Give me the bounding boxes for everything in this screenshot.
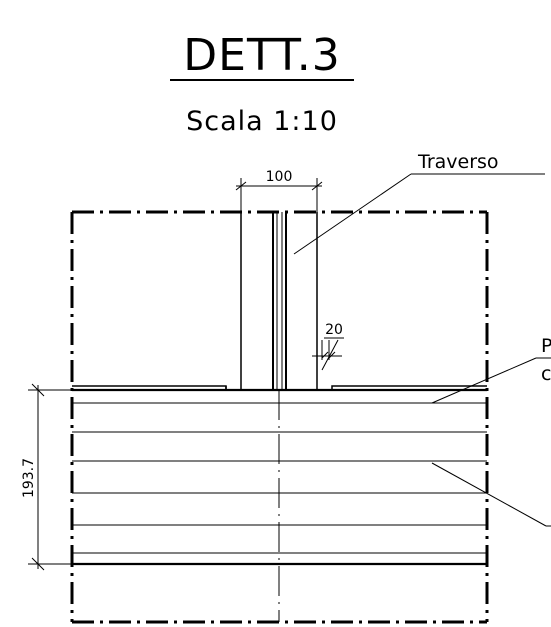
leader-traverso bbox=[293, 173, 545, 255]
leader-layers bbox=[431, 462, 551, 527]
dimension-height bbox=[28, 383, 72, 571]
dimension-gap-label: 20 bbox=[325, 322, 343, 338]
dimension-height-label: 193.7 bbox=[21, 458, 37, 498]
dimension-width-label: 100 bbox=[266, 169, 293, 185]
label-plate-line2: c bbox=[541, 363, 551, 385]
label-traverso: Traverso bbox=[417, 151, 499, 173]
break-outline bbox=[70, 210, 489, 624]
label-plate-line1: P bbox=[541, 335, 551, 357]
leader-plate bbox=[431, 357, 551, 404]
drawing-title: DETT.3 bbox=[183, 30, 340, 81]
dimension-width bbox=[235, 178, 323, 212]
dimension-gap bbox=[312, 339, 342, 371]
traverso-profile bbox=[240, 212, 318, 390]
drawing-scale: Scala 1:10 bbox=[186, 106, 338, 137]
